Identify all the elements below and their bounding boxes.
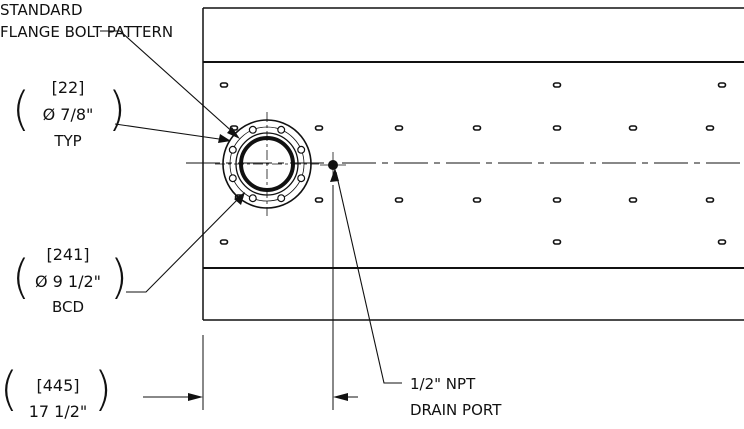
flange-bolt-hole: [228, 174, 237, 183]
paren-close-bcd: ): [110, 250, 128, 304]
flange-bolt-hole: [277, 125, 286, 134]
offset-imperial: 17 1/2": [29, 402, 88, 421]
flange: [215, 112, 319, 216]
slot-hole: [717, 239, 727, 245]
slot-hole: [552, 239, 562, 245]
callout-parentheses: ( ) ( ) ( ): [0, 82, 128, 416]
slot-hole: [472, 197, 482, 203]
paren-open-bolt: (: [12, 82, 30, 136]
slot-hole: [552, 82, 562, 88]
paren-close-offset: ): [94, 362, 112, 416]
flange-pattern-line1: STANDARD: [0, 1, 83, 19]
drain-port-label: DRAIN PORT: [410, 401, 502, 419]
bolt-hole-typ: TYP: [53, 132, 81, 150]
slot-hole: [552, 197, 562, 203]
slot-hole: [394, 125, 404, 131]
slot-hole: [705, 197, 715, 203]
bcd-label: BCD: [52, 298, 84, 316]
bolt-hole-metric: [22]: [52, 78, 85, 97]
leader-arrowheads: [218, 127, 339, 205]
flange-bolt-hole: [228, 145, 237, 154]
flange-bolt-hole: [297, 174, 306, 183]
flange-bolt-hole: [277, 194, 286, 203]
flange-bolt-holes: [228, 125, 306, 203]
paren-open-bcd: (: [12, 250, 30, 304]
slot-hole: [472, 125, 482, 131]
paren-open-offset: (: [0, 362, 18, 416]
offset-metric: [445]: [36, 376, 79, 395]
drain-port-size: 1/2" NPT: [410, 375, 476, 393]
slot-hole: [219, 239, 229, 245]
slot-hole: [717, 82, 727, 88]
flange-bolt-hole: [297, 145, 306, 154]
tank-body: [202, 7, 744, 321]
offset-dimension-arrows: [188, 393, 348, 401]
slot-hole: [628, 197, 638, 203]
slot-hole: [705, 125, 715, 131]
bcd-metric: [241]: [46, 245, 89, 264]
slot-hole: [219, 82, 229, 88]
bolt-hole-diameter: Ø 7/8": [43, 105, 94, 124]
slot-hole: [552, 125, 562, 131]
offset-dimension: [143, 185, 358, 410]
leader-lines: [100, 30, 402, 384]
paren-close-bolt: ): [108, 82, 126, 136]
slot-hole: [394, 197, 404, 203]
flange-pattern-line2: FLANGE BOLT PATTERN: [0, 23, 173, 41]
flange-bolt-hole: [248, 125, 257, 134]
slot-hole: [314, 197, 324, 203]
slot-hole: [314, 125, 324, 131]
slot-hole: [628, 125, 638, 131]
bcd-diameter: Ø 9 1/2": [35, 272, 101, 291]
flange-bolt-hole: [248, 194, 257, 203]
